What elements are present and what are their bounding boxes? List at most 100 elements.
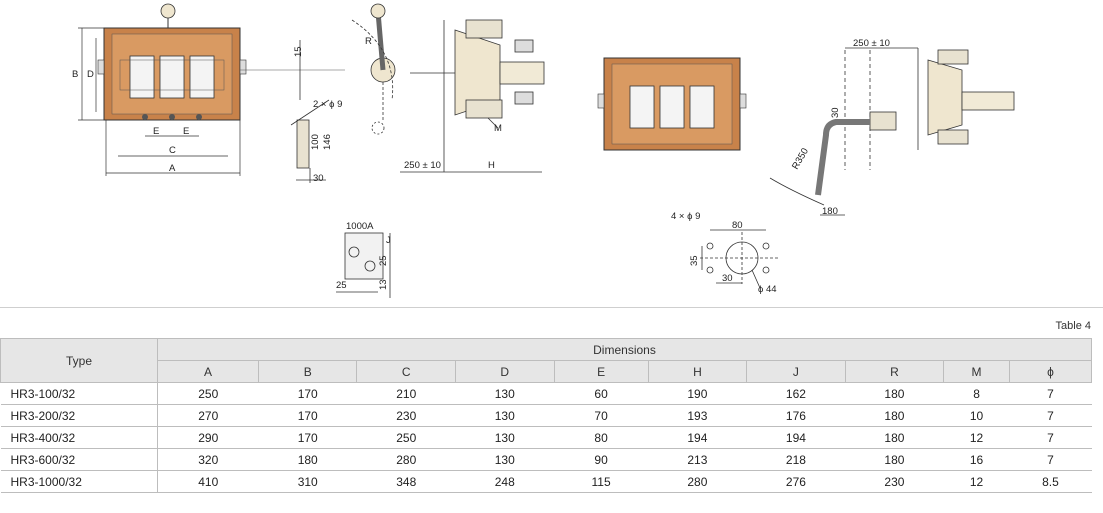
cell-h: 190 (648, 382, 747, 405)
cell-type: HR3-600/32 (0, 448, 158, 471)
table-caption: Table 4 (1055, 320, 1091, 332)
dim-label-m: M (494, 123, 502, 134)
dim-label-30-a: 30 (313, 173, 324, 184)
dim-label-phi44: ϕ 44 (758, 284, 777, 295)
dim-label-13: 13 (378, 279, 389, 290)
col-header-phi: ϕ (1008, 360, 1093, 383)
cell-a: 270 (157, 404, 259, 427)
cell-type: HR3-400/32 (0, 426, 158, 449)
cell-e: 115 (554, 470, 649, 493)
dim-label-j: J (386, 235, 391, 246)
dim-label-30-b: 30 (830, 107, 841, 118)
cell-r: 180 (845, 448, 944, 471)
dim-label-1000a: 1000A (346, 221, 374, 232)
cell-a: 320 (157, 448, 259, 471)
table-row: HR3-100/32 250 170 210 130 60 190 162 18… (0, 382, 1092, 405)
cell-a: 410 (157, 470, 259, 493)
cell-b: 180 (258, 448, 357, 471)
dim-label-a: A (169, 163, 176, 174)
dim-label-30-c: 30 (722, 273, 733, 284)
cell-h: 280 (648, 470, 747, 493)
cell-d: 248 (455, 470, 555, 493)
header-type: Type (0, 338, 158, 383)
detail-1000a (336, 232, 391, 298)
dim-label-250-b: 250 ± 10 (853, 38, 890, 49)
cell-phi: 8.5 (1009, 470, 1092, 493)
cell-b: 170 (258, 382, 357, 405)
col-header-e: E (553, 360, 649, 383)
cell-e: 90 (554, 448, 649, 471)
dim-label-e-2: E (183, 126, 189, 137)
cell-c: 210 (356, 382, 456, 405)
dim-label-35: 35 (689, 255, 700, 266)
cell-h: 193 (648, 404, 747, 427)
col-header-h: H (647, 360, 748, 383)
cell-d: 130 (455, 426, 555, 449)
cell-type: HR3-1000/32 (0, 470, 158, 493)
dim-label-2x-phi9: 2 × ϕ 9 (313, 99, 342, 110)
cell-phi: 7 (1009, 426, 1092, 449)
cell-m: 12 (943, 426, 1010, 449)
cell-m: 10 (943, 404, 1010, 427)
cell-r: 180 (845, 404, 944, 427)
dim-label-100: 100 (310, 134, 321, 150)
cell-phi: 7 (1009, 448, 1092, 471)
dim-label-4x-phi9: 4 × ϕ 9 (671, 211, 700, 222)
dim-label-r350: R350 (790, 146, 811, 171)
cell-e: 60 (554, 382, 649, 405)
table-row: HR3-1000/32 410 310 348 248 115 280 276 … (0, 470, 1092, 493)
switch-side-view-center (400, 19, 545, 173)
dimension-drawing-svg: B D E E C A 15 2 × ϕ 9 100 146 30 R 250 … (72, 3, 1015, 298)
dim-label-80: 80 (732, 220, 743, 231)
dim-label-e-1: E (153, 126, 159, 137)
technical-drawing: B D E E C A 15 2 × ϕ 9 100 146 30 R 250 … (72, 3, 1015, 298)
cell-type: HR3-200/32 (0, 404, 158, 427)
dim-label-r: R (365, 36, 372, 47)
table-header-row-2: A B C D E H J R M ϕ (1, 360, 1093, 383)
col-header-m: M (943, 360, 1010, 383)
cell-h: 194 (648, 426, 747, 449)
table-row: HR3-400/32 290 170 250 130 80 194 194 18… (0, 426, 1092, 449)
cell-d: 130 (455, 448, 555, 471)
switch-front-view-left (97, 3, 345, 121)
cell-e: 80 (554, 426, 649, 449)
switch-side-view-right (769, 47, 1015, 216)
handle-side-view (290, 3, 396, 183)
dim-label-146: 146 (322, 134, 333, 150)
cell-j: 194 (746, 426, 846, 449)
cell-c: 280 (356, 448, 456, 471)
cell-j: 218 (746, 448, 846, 471)
dim-label-250-a: 250 ± 10 (404, 160, 441, 171)
cell-r: 180 (845, 382, 944, 405)
section-divider (0, 307, 1103, 308)
cell-h: 213 (648, 448, 747, 471)
col-header-b: B (257, 360, 358, 383)
dim-label-h: H (488, 160, 495, 171)
cell-a: 250 (157, 382, 259, 405)
cell-phi: 7 (1009, 404, 1092, 427)
col-header-c: C (356, 360, 456, 383)
col-header-j: J (746, 360, 846, 383)
dimension-lines-left (78, 27, 241, 176)
table-row: HR3-600/32 320 180 280 130 90 213 218 18… (0, 448, 1092, 471)
dim-label-c: C (169, 145, 176, 156)
col-header-a: A (157, 360, 259, 383)
cell-m: 12 (943, 470, 1010, 493)
cell-m: 8 (943, 382, 1010, 405)
dim-label-180: 180 (822, 206, 838, 217)
cell-type: HR3-100/32 (0, 382, 158, 405)
cell-b: 170 (258, 404, 357, 427)
cell-c: 348 (356, 470, 456, 493)
cell-phi: 7 (1009, 382, 1092, 405)
cell-d: 130 (455, 404, 555, 427)
cell-b: 310 (258, 470, 357, 493)
cell-a: 290 (157, 426, 259, 449)
cell-m: 16 (943, 448, 1010, 471)
dim-label-25-a: 25 (378, 255, 389, 266)
switch-front-view-right (597, 57, 747, 151)
dim-label-d: D (87, 69, 94, 80)
cell-e: 70 (554, 404, 649, 427)
cell-c: 230 (356, 404, 456, 427)
dim-label-b: B (72, 69, 78, 80)
table-row: HR3-200/32 270 170 230 130 70 193 176 18… (0, 404, 1092, 427)
